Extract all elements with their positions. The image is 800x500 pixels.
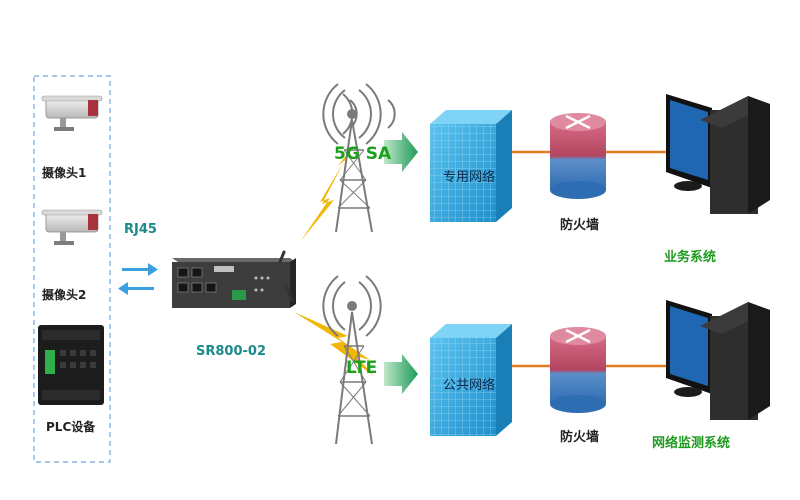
business-system-label: 业务系统 [664,250,717,265]
camera-2-label: 摄像头2 [42,288,87,302]
camera-2-icon [41,209,103,245]
arrow-upper-icon [384,132,418,172]
private-network-cube-icon [430,110,512,222]
lightning-upper-icon [300,150,350,242]
private-network-label: 专用网络 [443,170,496,185]
computer-monitoring-icon [666,300,770,420]
lightning-lower-icon [294,312,374,376]
monitoring-system-label: 网络监测系统 [652,436,731,451]
camera-1-icon [41,95,103,131]
tower-lower-icon [322,275,382,445]
public-network-label: 公共网络 [443,378,496,393]
band-lower-label: LTE [346,358,378,378]
firewall-lower-label: 防火墙 [560,430,600,445]
router-icon [172,250,296,308]
rj45-label: RJ45 [124,222,157,237]
firewall-upper-label: 防火墙 [560,218,600,233]
plc-label: PLC设备 [46,420,96,434]
rj45-link-arrows [118,263,158,295]
computer-business-icon [666,94,770,214]
camera-1-label: 摄像头1 [42,166,87,180]
public-network-cube-icon [430,324,512,436]
firewall-upper-icon [550,113,606,199]
firewall-lower-icon [550,327,606,413]
arrow-lower-icon [384,354,418,394]
router-model-label: SR800-02 [196,344,266,359]
device-group-frame [33,75,111,463]
tower-upper-icon [322,83,396,233]
band-upper-label: 5G SA [334,144,392,164]
plc-device-icon [38,325,104,405]
